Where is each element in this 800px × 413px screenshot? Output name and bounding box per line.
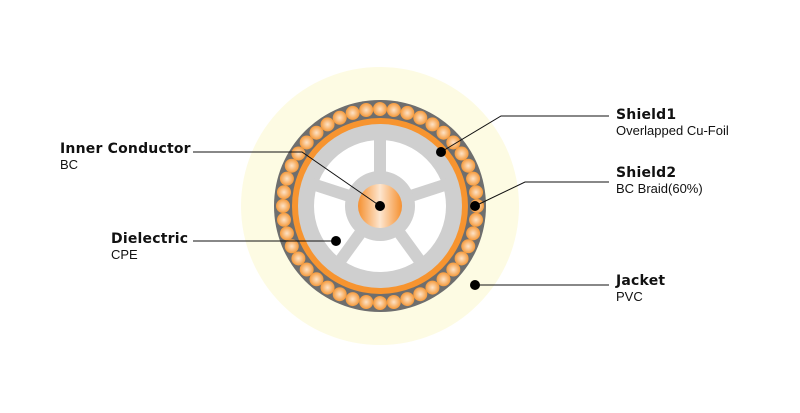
marker-dot-shield2 xyxy=(470,201,480,211)
label-title: Jacket xyxy=(616,273,666,289)
label-jacket: Jacket PVC xyxy=(616,273,665,305)
label-inner-conductor: Inner Conductor BC xyxy=(60,141,191,173)
label-dielectric: Dielectric CPE xyxy=(111,231,188,263)
label-sub: PVC xyxy=(616,289,643,305)
leader-lines xyxy=(193,115,609,286)
label-title: Shield2 xyxy=(616,165,677,181)
label-sub: BC xyxy=(60,157,79,173)
label-shield1: Shield1 Overlapped Cu-Foil xyxy=(616,107,729,139)
leader-inner-conductor xyxy=(193,151,381,207)
marker-dot-jacket xyxy=(470,280,480,290)
label-title: Dielectric xyxy=(111,231,189,247)
leader-shield2 xyxy=(474,181,609,207)
label-sub: CPE xyxy=(111,247,138,263)
marker-dot-shield1 xyxy=(436,147,446,157)
marker-dot-inner-conductor xyxy=(375,201,385,211)
label-title: Inner Conductor xyxy=(60,141,191,157)
label-title: Shield1 xyxy=(616,107,677,123)
braid-wires xyxy=(276,102,484,310)
label-sub: BC Braid(60%) xyxy=(616,181,703,197)
leader-shield1 xyxy=(440,115,609,153)
label-sub: Overlapped Cu-Foil xyxy=(616,123,729,139)
label-shield2: Shield2 BC Braid(60%) xyxy=(616,165,703,197)
marker-dot-dielectric xyxy=(331,236,341,246)
